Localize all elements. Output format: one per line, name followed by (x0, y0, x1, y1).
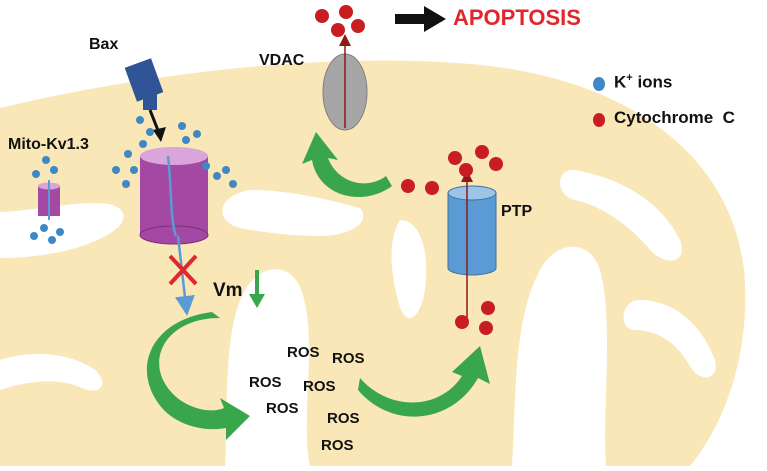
ros-label: ROS (332, 350, 365, 367)
ros-label: ROS (321, 437, 354, 454)
curved-arrow-icon (146, 312, 250, 440)
small-kv-channel-icon (38, 180, 60, 220)
crista (623, 300, 716, 378)
down-arrow-icon (249, 270, 265, 308)
bax-protein-icon (124, 58, 166, 142)
curved-arrow-icon (302, 132, 392, 198)
cytochrome-c-group (315, 5, 503, 335)
crista (391, 220, 427, 319)
crista (0, 354, 103, 391)
ptp-label: PTP (501, 203, 533, 220)
legend-k-ions: K+ ions (614, 72, 673, 92)
k-ions-group (30, 116, 237, 244)
crista (512, 246, 608, 466)
crista (222, 190, 364, 236)
curved-arrow-icon (358, 346, 490, 417)
mito-kv-label: Mito-Kv1.3 (8, 136, 89, 153)
ptp-channel-icon (447, 170, 497, 320)
block-x-icon (168, 254, 198, 286)
vdac-channel-icon (322, 34, 368, 131)
legend-cytochrome-c: Cytochrome C (614, 108, 735, 127)
mito-kv1.3-channel-icon (139, 147, 209, 245)
crista (720, 410, 767, 466)
arrow-to-apoptosis (395, 6, 446, 32)
cytochrome-legend-dot (593, 113, 605, 127)
crista (560, 169, 682, 261)
ros-label: ROS (249, 374, 282, 391)
ros-label: ROS (287, 344, 320, 361)
vdac-label: VDAC (259, 52, 305, 69)
apoptosis-label: APOPTOSIS (453, 5, 581, 30)
ros-label: ROS (303, 378, 336, 395)
bax-label: Bax (89, 36, 119, 53)
k-ion-legend-dot (593, 77, 605, 91)
ros-label: ROS (327, 410, 360, 427)
vm-label: Vm (213, 280, 243, 301)
ros-label: ROS (266, 400, 299, 417)
